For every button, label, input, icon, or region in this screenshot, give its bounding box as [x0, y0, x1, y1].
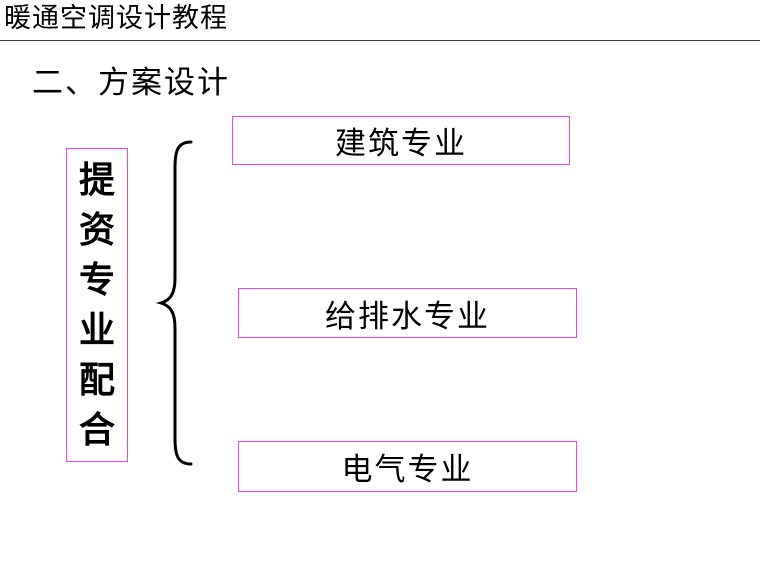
source-box: 提 资 专 业 配 合 — [66, 148, 128, 462]
source-char: 配 — [78, 359, 115, 401]
target-box-electrical: 电气专业 — [238, 441, 577, 492]
target-box-plumbing: 给排水专业 — [238, 288, 577, 338]
target-label: 建筑专业 — [335, 126, 467, 162]
target-label: 给排水专业 — [325, 298, 490, 335]
source-char: 资 — [78, 209, 115, 251]
source-char: 业 — [78, 309, 115, 351]
section-title: 二、方案设计 — [32, 65, 230, 101]
source-char: 提 — [78, 159, 115, 201]
target-label: 电气专业 — [341, 452, 474, 488]
header-divider — [0, 40, 760, 41]
target-box-architecture: 建筑专业 — [232, 116, 570, 165]
source-char: 合 — [78, 409, 115, 451]
header-title: 暖通空调设计教程 — [4, 3, 228, 34]
curly-brace-icon — [155, 140, 193, 466]
source-char: 专 — [78, 259, 115, 301]
